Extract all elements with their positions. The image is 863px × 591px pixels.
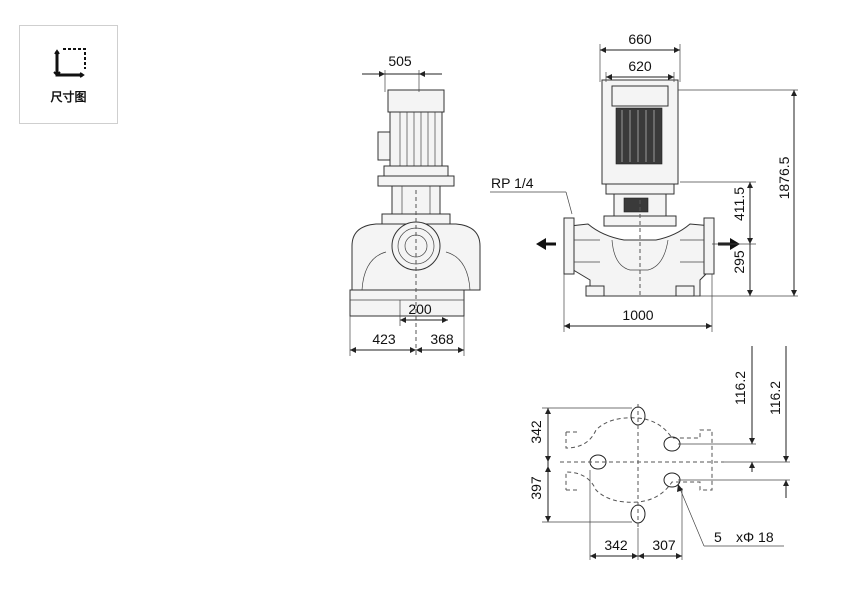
mount-hole-top (630, 406, 646, 426)
motor-inner-label: 620 (628, 58, 652, 74)
side-center-offset-label: 200 (408, 301, 432, 317)
dimensions-tab[interactable]: 尺寸图 (19, 25, 118, 124)
motor-top (387, 89, 445, 113)
side-view: 505 200 423 368 (349, 53, 481, 356)
front-view: RP 1/4 660 620 411.5 295 1876.5 1000 (490, 31, 798, 332)
side-left-half-label: 423 (372, 331, 396, 347)
terminal-box (377, 131, 391, 161)
port-label: RP 1/4 (491, 175, 534, 191)
plan-base-right-label: 307 (652, 537, 676, 553)
motor-fins (615, 107, 663, 165)
side-width-top-label: 505 (388, 53, 412, 69)
plan-vertical-b-label: 116.2 (767, 381, 783, 415)
plan-bottom-offset-label: 397 (528, 476, 544, 500)
height-total-label: 1876.5 (776, 156, 792, 199)
inlet-flange (563, 217, 575, 275)
plan-view: 342 397 116.2 116.2 342 307 5 xΦ 18 (528, 346, 790, 560)
plan-base-left-label: 342 (604, 537, 628, 553)
mount-hole-lower-right (663, 472, 681, 488)
hole-spec-label: xΦ 18 (736, 529, 774, 545)
front-pump-casing (569, 223, 713, 297)
motor-body (389, 111, 443, 167)
hole-count-label: 5 (714, 529, 722, 545)
length-label: 1000 (622, 307, 653, 323)
plan-vertical-a-label: 116.2 (732, 371, 748, 405)
dimensions-icon (53, 48, 86, 78)
pump-base (349, 289, 465, 317)
height-lower-label: 295 (731, 250, 747, 274)
motor-outer-label: 660 (628, 31, 652, 47)
base-outline (565, 417, 713, 503)
side-right-half-label: 368 (430, 331, 454, 347)
motor-flange (383, 165, 449, 177)
plan-top-offset-label: 342 (528, 420, 544, 444)
motor-stool (605, 183, 675, 195)
outlet-flange-front (703, 217, 715, 275)
motor-stool-top (377, 175, 455, 187)
dimensions-tab-label: 尺寸图 (50, 90, 87, 104)
mount-hole-upper-right (663, 436, 681, 452)
motor-cap (611, 85, 669, 107)
mount-hole-bottom (630, 504, 646, 524)
height-upper-label: 411.5 (731, 187, 747, 221)
